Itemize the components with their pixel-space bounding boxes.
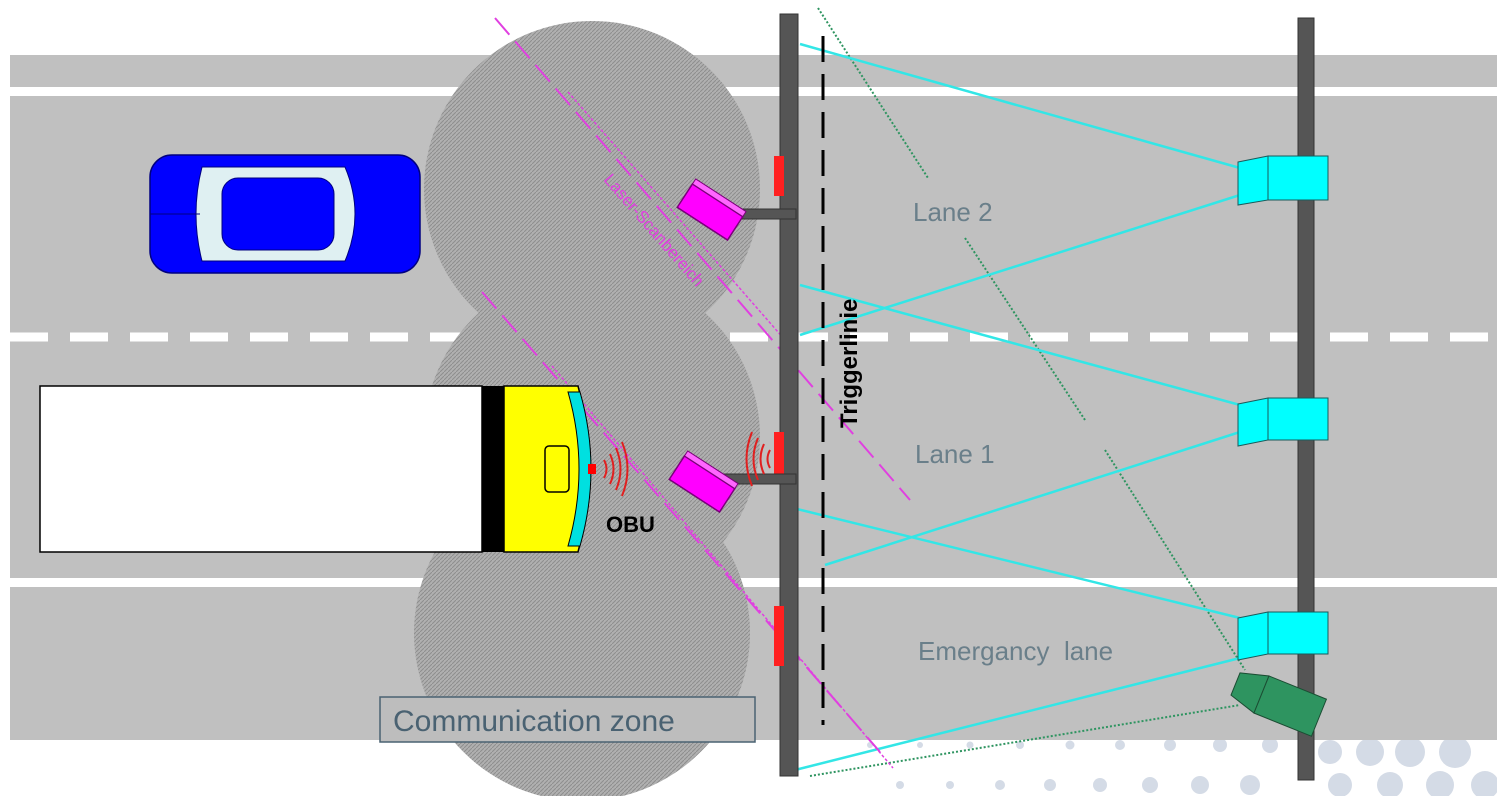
lane-1-label: Lane 1: [915, 439, 995, 469]
camera-icon: [1237, 397, 1329, 447]
truck-icon: [39, 385, 596, 553]
dsrc-antenna-icon: [774, 606, 784, 666]
laser-beams: [481, 17, 911, 769]
extra-camera-icon: [1230, 672, 1328, 737]
radio-waves-icon: [745, 431, 771, 487]
camera-icon: [1237, 611, 1329, 661]
dsrc-antenna-icon: [774, 432, 784, 484]
road-edge-line-top: [10, 87, 1497, 96]
lane-2-label: Lane 2: [913, 197, 993, 227]
radio-waves-icon: [603, 441, 629, 497]
emergency-lane-label: Emergancy lane: [918, 636, 1113, 666]
obu-label: OBU: [606, 512, 655, 537]
extra-camera-beams: [809, 7, 1246, 777]
communication-zone-label-box: Communication zone: [379, 696, 756, 743]
camera-beams: [792, 42, 1241, 772]
dsrc-antenna-icon: [774, 156, 784, 196]
decorative-dots: [867, 736, 1497, 799]
laser-scanner-icon: [676, 178, 747, 242]
road-edge-line-bottom: [10, 578, 1497, 587]
camera-icon: [1237, 155, 1329, 206]
laser-scanner-icon: [668, 450, 739, 514]
obu-device-icon: [588, 464, 596, 474]
car-icon: [149, 154, 421, 274]
communication-zone-label: Communication zone: [393, 705, 675, 738]
trigger-line-label: Triggerlinie: [836, 299, 863, 428]
gantry-pole-left: [715, 13, 799, 777]
